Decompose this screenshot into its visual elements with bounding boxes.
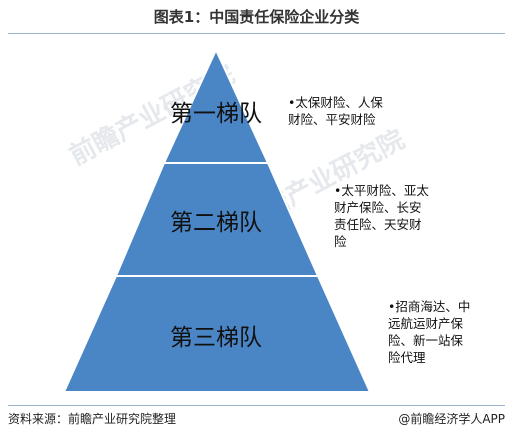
description-line: •招商海达、中 bbox=[388, 299, 471, 314]
title-divider bbox=[8, 33, 505, 34]
tier-3-description: •招商海达、中 远航运财产保 险、新一站保 险代理 bbox=[388, 298, 470, 366]
description-line: 远航运财产保 bbox=[388, 316, 464, 331]
chart-title: 图表1：中国责任保险企业分类 bbox=[153, 8, 360, 26]
tier-3-label: 第三梯队 bbox=[170, 325, 262, 351]
tier-3-shape bbox=[62, 275, 372, 393]
credit-note: @前瞻经济学人APP bbox=[398, 412, 505, 426]
description-line: 险代理 bbox=[388, 350, 426, 365]
description-line: •太平财险、亚太 bbox=[334, 183, 429, 198]
description-line: 财险、平安财险 bbox=[288, 112, 376, 127]
description-line: 责任险、天安财 bbox=[334, 217, 422, 232]
description-line: 财产保险、长安 bbox=[334, 200, 422, 215]
description-line: 险、新一站保 bbox=[388, 333, 464, 348]
tier-2-label: 第二梯队 bbox=[170, 210, 262, 236]
tier-2-description: •太平财险、亚太 财产保险、长安 责任险、天安财 险 bbox=[334, 182, 429, 250]
source-note: 资料来源：前瞻产业研究院整理 bbox=[8, 412, 177, 426]
description-line: 险 bbox=[334, 234, 347, 249]
footer-divider bbox=[8, 405, 505, 406]
description-line: •太保财险、人保 bbox=[288, 95, 383, 110]
tier-1-description: •太保财险、人保 财险、平安财险 bbox=[288, 94, 383, 128]
tier-1-label: 第一梯队 bbox=[170, 101, 262, 127]
